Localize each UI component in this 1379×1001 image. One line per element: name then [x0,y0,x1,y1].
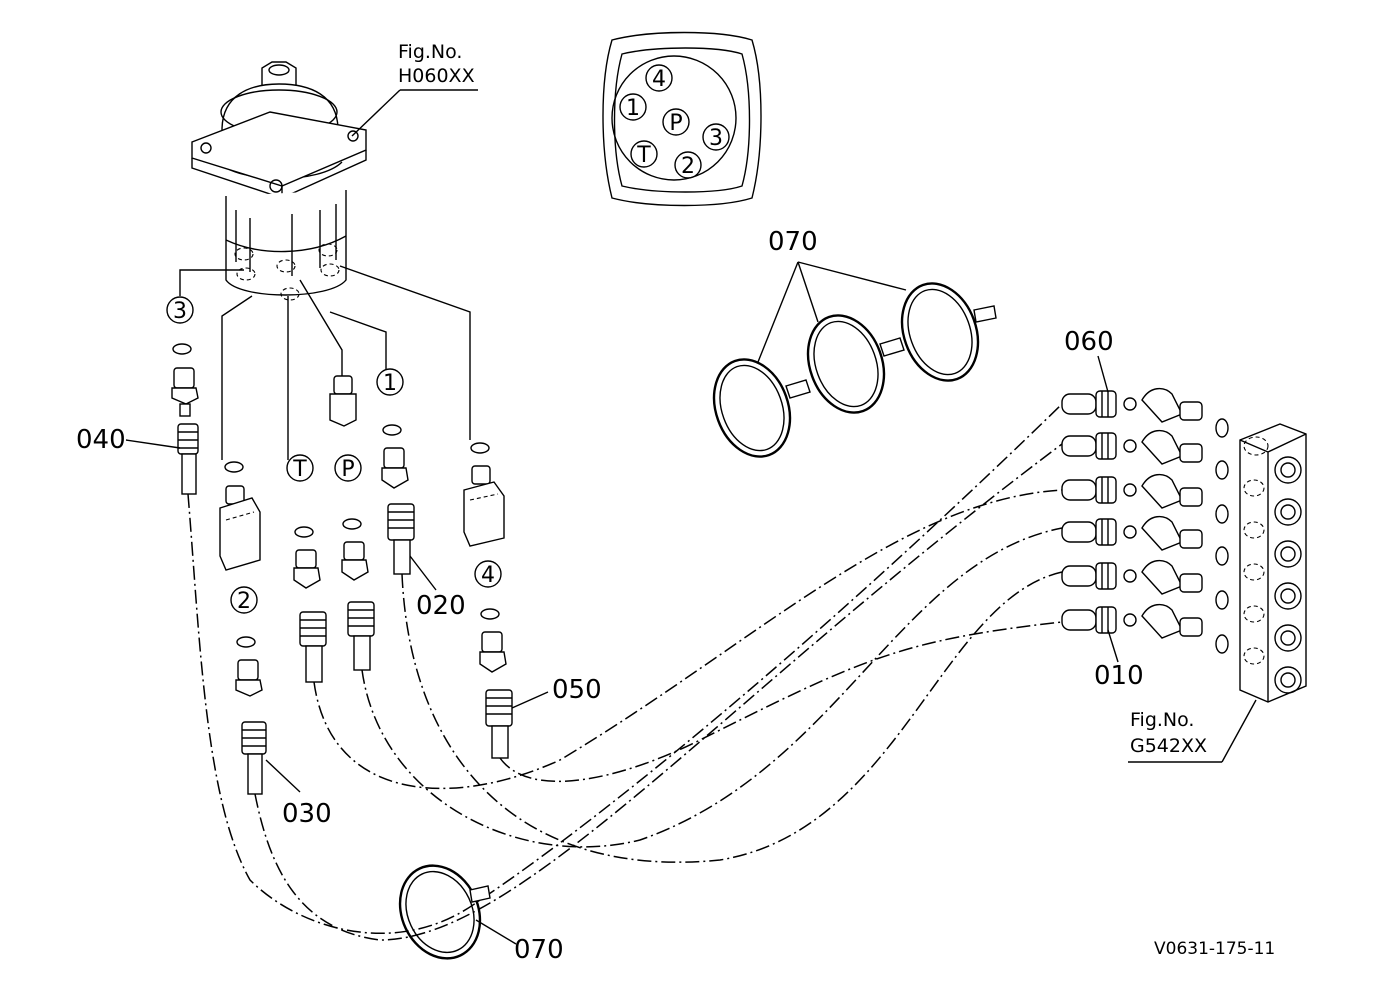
fig-ref-pilot-line2: H060XX [398,65,475,87]
port-leader-lines [179,265,471,460]
fitting-stack-3: 3 [166,296,199,495]
port-face-diagram [602,31,762,207]
marker-1: 1 [383,371,397,396]
fitting-stack-P: P [329,375,375,671]
callout-040: 040 [76,425,126,455]
marker-P: P [341,457,354,482]
fitting-stack-4: 4 [463,442,513,759]
hose-band-bottom [398,864,517,960]
drawing-number: V0631-175-11 [1154,939,1275,959]
port-label-T: T [636,143,651,168]
port-label-4: 4 [652,67,666,92]
fig-ref-valve-line2: G542XX [1130,735,1207,757]
marker-4: 4 [481,563,495,588]
hose-band-top-group [712,261,997,458]
marker-3: 3 [173,299,187,324]
fitting-stack-T: T [286,454,327,683]
port-face-labels: 4 1 P 3 T 2 [619,64,730,179]
port-label-3: 3 [709,126,723,151]
port-label-2: 2 [681,154,695,179]
hose-end-fittings [1061,387,1229,654]
port-label-P: P [669,111,682,136]
callout-070-bottom: 070 [514,935,564,965]
callout-020: 020 [416,591,466,621]
fig-ref-valve-line1: Fig.No. [1130,709,1194,731]
marker-2: 2 [237,589,251,614]
callout-060: 060 [1064,327,1114,357]
control-valve-block [1128,423,1307,763]
marker-T: T [292,457,307,482]
callout-030: 030 [282,799,332,829]
fig-ref-pilot-line1: Fig.No. [398,41,462,63]
port-label-1: 1 [626,96,640,121]
callout-070-top: 070 [768,227,818,257]
pilot-valve-assembly [191,61,478,301]
callout-leaders [125,355,1119,793]
fitting-stack-2: 2 [219,461,267,795]
callout-050: 050 [552,675,602,705]
fitting-stack-1: 1 [376,368,415,575]
callout-010: 010 [1094,661,1144,691]
